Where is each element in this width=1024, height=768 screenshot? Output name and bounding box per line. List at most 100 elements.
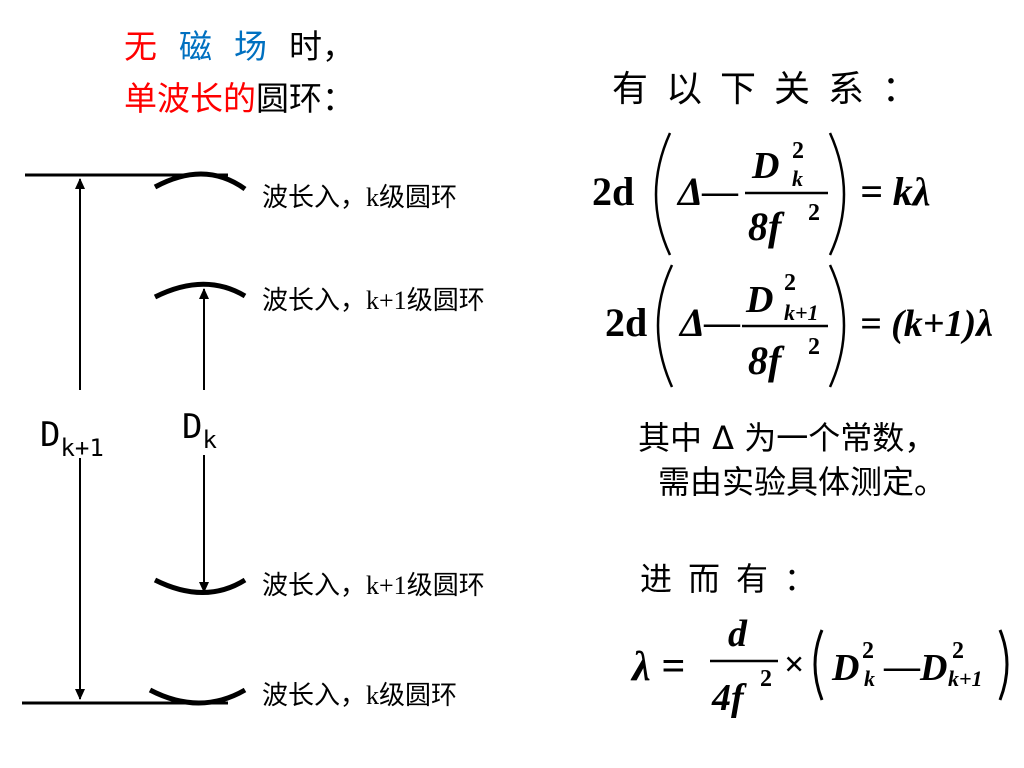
ring-label-suffix: 级圆环 <box>406 286 485 316</box>
svg-text:2: 2 <box>808 334 820 360</box>
header-line-1: 无磁场时， <box>124 30 377 63</box>
equation-3: λ = d 4f 2 × D 2 k — D 2 k+1 <box>630 613 1009 719</box>
svg-text:2d: 2d <box>605 300 647 345</box>
svg-text:8f: 8f <box>748 338 785 383</box>
svg-text:= kλ: = kλ <box>860 169 931 214</box>
svg-text:D: D <box>919 647 947 689</box>
header-line-2: 单波长的圆环： <box>124 82 355 115</box>
ring-label-k-bottom: 波长入，k级圆环 <box>262 675 457 712</box>
eq3-minus: — <box>883 646 921 686</box>
eq3-term2-base: D <box>919 647 947 689</box>
svg-text:Δ: Δ <box>678 300 705 345</box>
ring-label-prefix: 波长入， <box>262 286 367 316</box>
ring-arc-k-bottom <box>148 687 247 706</box>
svg-text:2: 2 <box>808 200 820 226</box>
svg-text:2: 2 <box>952 638 964 664</box>
ring-label-order: k+1 <box>366 571 407 600</box>
ring-label-k1-top: 波长入，k+1级圆环 <box>262 280 485 317</box>
eq1-num-sup: 2 <box>792 138 804 164</box>
eq2-den-sup: 2 <box>808 334 820 360</box>
eq3-term1-sup: 2 <box>862 638 874 664</box>
svg-text:k+1: k+1 <box>784 300 819 325</box>
eq2-rhs: = (k+1)λ <box>860 303 993 345</box>
ring-label-k-top: 波长入，k级圆环 <box>262 177 457 214</box>
eq3-term2-sup: 2 <box>952 638 964 664</box>
svg-text:4f: 4f <box>711 677 747 719</box>
constant-note-line-2: 需由实验具体测定。 <box>658 463 947 501</box>
svg-text:2: 2 <box>792 138 804 164</box>
ring-label-suffix: 级圆环 <box>406 571 485 601</box>
ring-label-order: k <box>366 681 380 710</box>
eq3-term1-sub: k <box>864 666 875 691</box>
eq1-den: 8f <box>748 204 785 249</box>
ring-arc-k1-bottom <box>153 577 247 595</box>
diameter-outer-base: D <box>40 415 61 455</box>
eq3-num: d <box>728 613 748 655</box>
constant-note: 其中 Δ 为一个常数， 需由实验具体测定。 <box>638 416 946 504</box>
eq2-num-base: D <box>745 279 773 321</box>
eq2-minus: — <box>703 302 741 342</box>
ring-label-prefix: 波长入， <box>262 681 367 711</box>
ring-label-prefix: 波长入， <box>262 571 367 601</box>
svg-text:D: D <box>831 647 859 689</box>
ring-label-prefix: 波长入， <box>262 183 367 213</box>
equation-2: 2d Δ — D 2 k+1 8f 2 = (k+1)λ <box>605 264 993 388</box>
ring-label-k1-bottom: 波长入，k+1级圆环 <box>262 565 485 602</box>
header-single-wavelength: 单波长的 <box>124 79 256 118</box>
svg-text:×: × <box>784 644 805 684</box>
svg-text:2d: 2d <box>592 169 634 214</box>
header-word-when: 时， <box>289 27 355 66</box>
eq3-den-sup: 2 <box>760 666 772 692</box>
svg-text:d: d <box>728 613 748 655</box>
eq1-minus: — <box>701 171 739 211</box>
relation-title: 有以下关系： <box>612 69 937 110</box>
eq3-den: 4f <box>711 677 747 719</box>
eq2-num-sub: k+1 <box>784 300 819 325</box>
eq3-lhs: λ = <box>630 644 685 690</box>
svg-text:k+1: k+1 <box>948 666 983 691</box>
eq3-term1-base: D <box>831 647 859 689</box>
svg-text:Δ: Δ <box>676 169 703 214</box>
svg-text:D: D <box>751 145 779 187</box>
ring-label-order: k+1 <box>366 286 407 315</box>
eq1-num-base: D <box>751 145 779 187</box>
eq2-lead: 2d <box>605 300 647 345</box>
eq1-num-sub: k <box>792 166 803 191</box>
eq1-den-sup: 2 <box>808 200 820 226</box>
header-word-no: 无 <box>124 27 157 66</box>
svg-text:8f: 8f <box>748 204 785 249</box>
svg-text:—: — <box>703 302 741 342</box>
ring-label-suffix: 级圆环 <box>379 183 458 213</box>
diameter-label-outer: Dk+1 <box>40 418 104 460</box>
constant-note-line-1: 其中 Δ 为一个常数， <box>638 419 937 457</box>
eq3-times: × <box>784 644 805 684</box>
eq2-num-sup: 2 <box>784 270 796 296</box>
ring-arc-k-top <box>153 171 247 192</box>
ring-label-order: k <box>366 183 380 212</box>
svg-text:2: 2 <box>784 270 796 296</box>
svg-text:λ =: λ = <box>630 644 685 690</box>
svg-text:—: — <box>701 171 739 211</box>
svg-text:= (k+1)λ: = (k+1)λ <box>860 303 993 345</box>
eq1-rhs: = kλ <box>860 169 931 214</box>
eq1-delta: Δ <box>676 169 703 214</box>
diameter-inner-base: D <box>182 407 203 447</box>
eq1-lead: 2d <box>592 169 634 214</box>
ring-arc-k1-top <box>153 281 247 300</box>
diameter-label-inner: Dk <box>182 410 217 452</box>
diameter-inner-sub: k <box>202 426 217 454</box>
svg-text:D: D <box>745 279 773 321</box>
diameter-outer-sub: k+1 <box>60 434 104 462</box>
header-word-magnetic: 磁 <box>179 27 212 66</box>
svg-text:2: 2 <box>760 666 772 692</box>
svg-text:—: — <box>883 646 921 686</box>
header-word-field: 场 <box>234 27 267 66</box>
eq2-den: 8f <box>748 338 785 383</box>
svg-text:k: k <box>864 666 875 691</box>
then-label: 进而有： <box>640 560 833 598</box>
eq3-term2-sub: k+1 <box>948 666 983 691</box>
equation-1: 2d Δ — D 2 k 8f 2 = kλ <box>592 132 931 256</box>
svg-text:2: 2 <box>862 638 874 664</box>
ring-label-suffix: 级圆环 <box>379 681 458 711</box>
